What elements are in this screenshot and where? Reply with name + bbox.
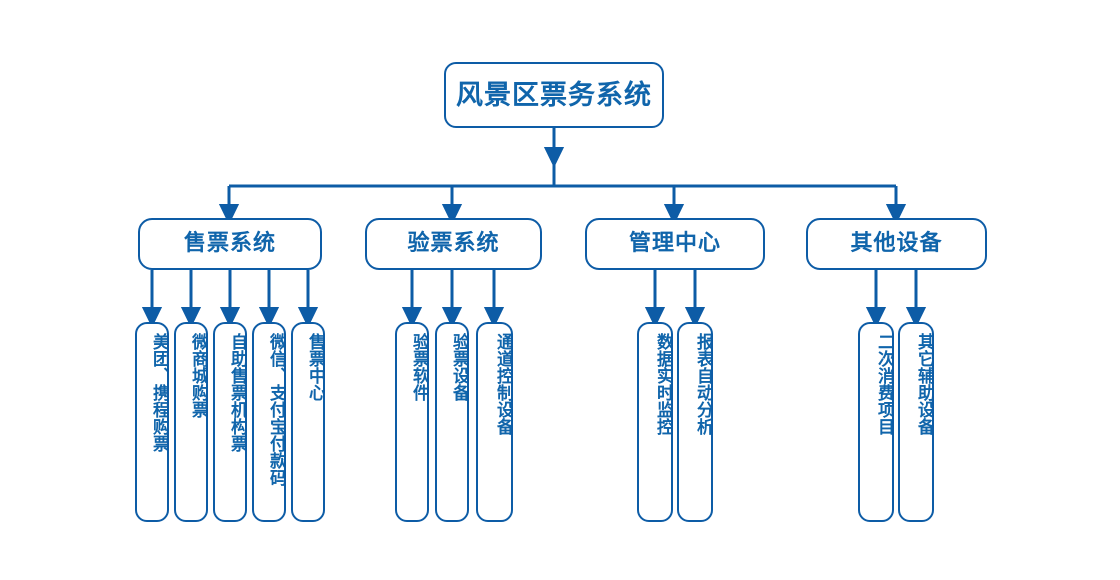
leaf-label: 验票软件 [409, 333, 429, 401]
leaf-node[interactable]: 报表自动分析 [677, 322, 713, 522]
branch-label: 管理中心 [628, 231, 721, 256]
root-node-label: 风景区票务系统 [456, 79, 652, 111]
leaf-node[interactable]: 售票中心 [291, 322, 325, 522]
leaf-label: 通道控制设备 [493, 333, 513, 435]
branch-node-validation[interactable]: 验票系统 [365, 218, 542, 270]
branch-label: 售票系统 [183, 231, 276, 256]
leaf-label: 微信、支付宝付款码 [266, 333, 286, 486]
leaf-node[interactable]: 验票设备 [435, 322, 469, 522]
branch-label: 验票系统 [407, 231, 500, 256]
branch-label: 其他设备 [850, 231, 943, 256]
leaf-node[interactable]: 美团、携程购票 [135, 322, 169, 522]
leaf-label: 自助售票机构票 [227, 333, 247, 452]
leaf-label: 验票设备 [449, 333, 469, 401]
root-node[interactable]: 风景区票务系统 [444, 62, 664, 128]
leaf-label: 售票中心 [305, 333, 325, 401]
leaf-label: 其它辅助设备 [914, 333, 934, 435]
leaf-label: 二次消费项目 [874, 333, 894, 435]
leaf-node[interactable]: 其它辅助设备 [898, 322, 934, 522]
leaf-label: 报表自动分析 [693, 333, 713, 435]
leaf-node[interactable]: 验票软件 [395, 322, 429, 522]
leaf-node[interactable]: 微商城购票 [174, 322, 208, 522]
leaf-node[interactable]: 微信、支付宝付款码 [252, 322, 286, 522]
branch-node-management[interactable]: 管理中心 [585, 218, 765, 270]
leaf-node[interactable]: 二次消费项目 [858, 322, 894, 522]
leaf-label: 美团、携程购票 [149, 333, 169, 452]
leaf-node[interactable]: 通道控制设备 [476, 322, 513, 522]
branch-node-other-devices[interactable]: 其他设备 [806, 218, 987, 270]
branch-node-ticketing[interactable]: 售票系统 [138, 218, 322, 270]
leaf-node[interactable]: 自助售票机构票 [213, 322, 247, 522]
leaf-label: 数据实时监控 [653, 333, 673, 435]
leaf-label: 微商城购票 [188, 333, 208, 418]
leaf-node[interactable]: 数据实时监控 [637, 322, 673, 522]
